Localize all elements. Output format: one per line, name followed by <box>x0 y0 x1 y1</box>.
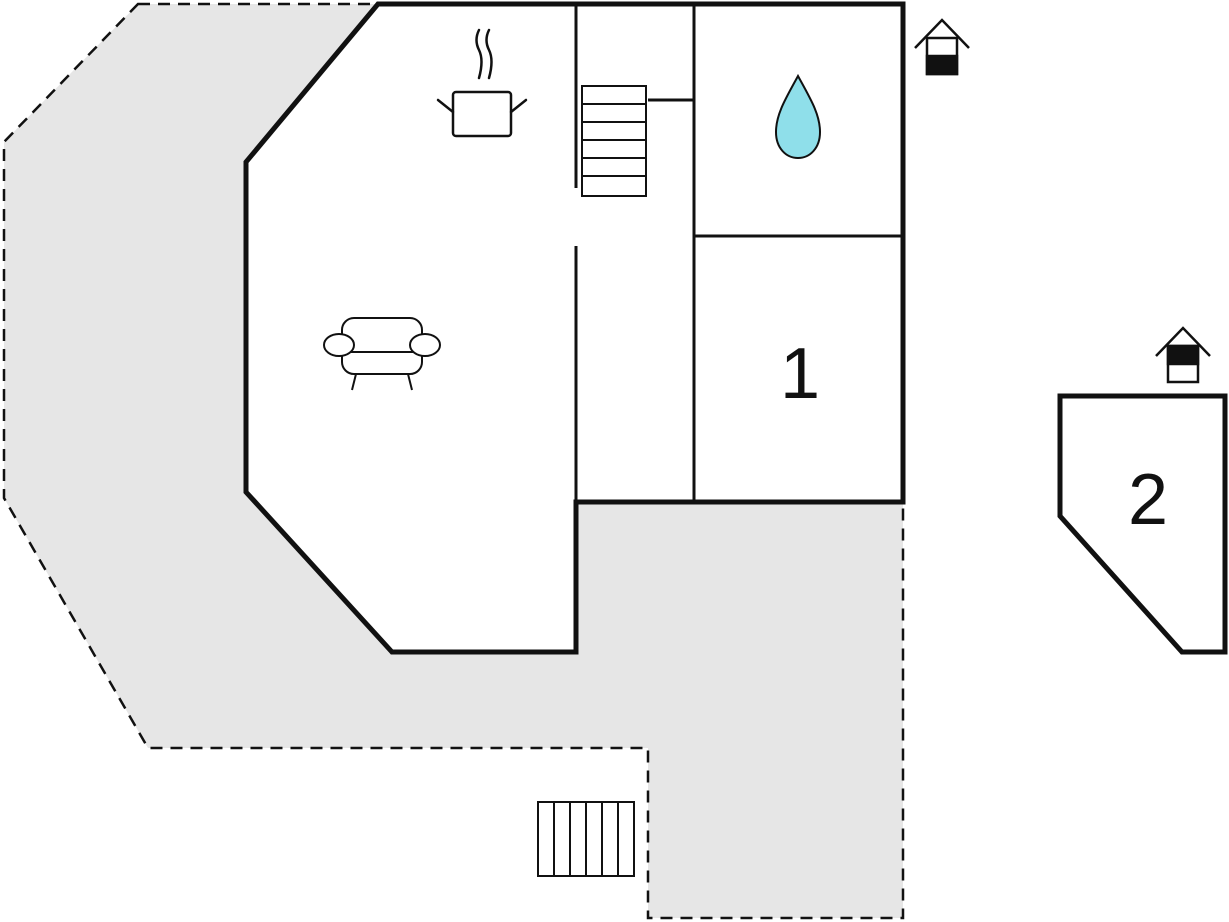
interior-walls <box>574 6 901 502</box>
cooking-pot-icon <box>436 28 528 138</box>
terrace-area <box>2 2 905 920</box>
annex-building <box>1057 393 1228 655</box>
steps-icon <box>537 801 635 877</box>
sofa-icon <box>323 317 441 391</box>
house-floor-marker-icon <box>914 18 970 76</box>
house-floor-marker-icon <box>1155 326 1211 384</box>
room-2-label: 2 <box>1128 460 1168 540</box>
staircase-icon <box>581 85 647 197</box>
water-drop-icon <box>774 73 822 160</box>
room-1-label: 1 <box>780 334 820 414</box>
